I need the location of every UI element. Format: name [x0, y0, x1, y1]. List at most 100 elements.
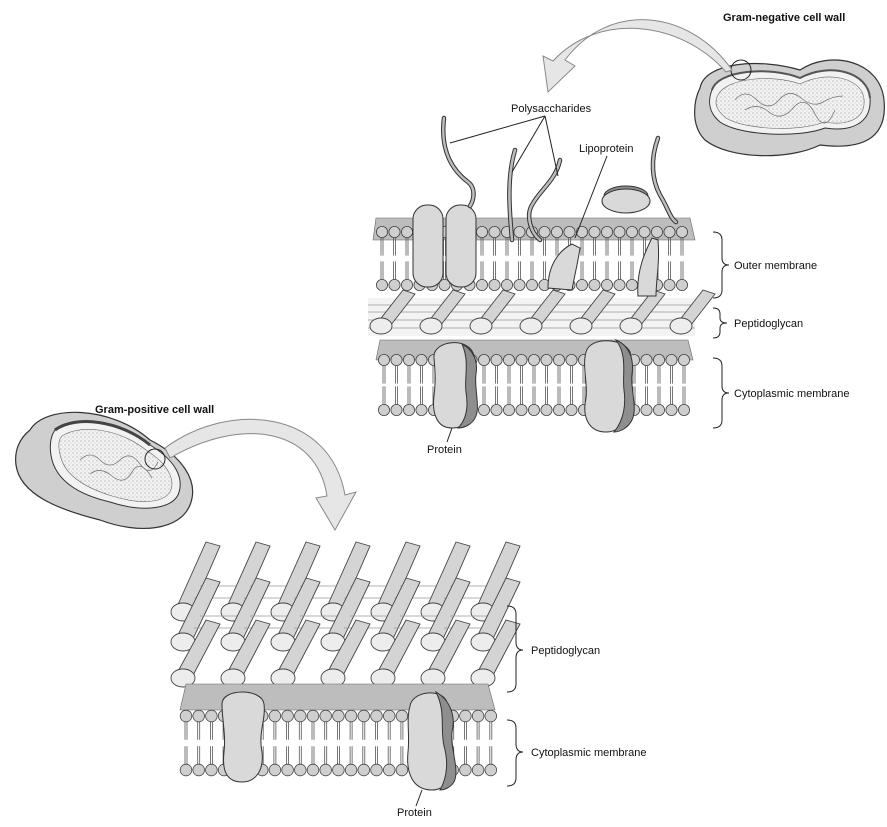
lipid-head [678, 403, 691, 416]
outer-membrane-bracket [712, 231, 730, 299]
lipid-head [613, 278, 626, 291]
lipid-head [653, 403, 666, 416]
lipid-head [192, 763, 205, 777]
membrane-protein-shadow [456, 342, 478, 429]
lipid-head [490, 403, 503, 416]
lipid-head [383, 709, 396, 723]
lipid-head [402, 403, 415, 416]
lipid-head [551, 225, 564, 238]
lipid-head [538, 225, 551, 238]
zoom-arrow-gram-negative [542, 19, 733, 94]
lipoprotein-label: Lipoprotein [579, 143, 633, 155]
thick-peptidoglycan-layer [170, 541, 521, 688]
lipid-head [281, 709, 294, 723]
lipid-head [388, 225, 401, 238]
porin-protein [412, 204, 477, 288]
membrane-protein-shadow [612, 338, 635, 433]
lipid-head [576, 225, 589, 238]
polysaccharide-chains [440, 115, 679, 243]
gp-cytoplasmic-membrane-bracket [506, 719, 524, 787]
cytoplasmic-membrane-label: Cytoplasmic membrane [734, 388, 850, 400]
peptidoglycan-strand-end [619, 317, 643, 335]
zoom-arrow-gram-positive [164, 418, 358, 532]
lipoprotein-leader-line [574, 155, 608, 239]
lipid-head [588, 278, 601, 291]
lipid-head [540, 353, 553, 366]
lipid-head [626, 278, 639, 291]
lipid-head [344, 763, 358, 777]
lipid-head [613, 225, 626, 238]
gram-positive-cell-illustration [15, 411, 194, 530]
lipid-head [268, 709, 282, 723]
protein-label: Protein [427, 444, 462, 456]
lipid-head [526, 278, 539, 291]
lipid-head [319, 763, 332, 777]
lipid-head [663, 278, 676, 291]
lipid-head [565, 353, 578, 366]
lipid-head [400, 278, 413, 291]
lipid-head [383, 763, 396, 777]
gram-negative-envelope [368, 115, 716, 433]
lipid-head [459, 763, 472, 777]
lipid-head [471, 709, 485, 723]
lipid-head [459, 709, 472, 723]
peptidoglycan-bracket [712, 307, 728, 339]
lipid-head [553, 403, 566, 416]
peptidoglycan-strand-end [469, 317, 493, 335]
lipid-head [488, 225, 501, 238]
lipid-head [528, 353, 541, 366]
lipid-head [477, 403, 490, 416]
lipid-head [306, 763, 320, 777]
peptidoglycan-label: Peptidoglycan [734, 318, 803, 330]
lipid-head [377, 403, 390, 416]
lipid-head [601, 225, 614, 238]
lipid-head [475, 278, 488, 291]
peptidoglycan-strand-end [569, 317, 593, 335]
lipid-head [626, 225, 639, 238]
lipid-head [502, 403, 515, 416]
lipid-head [540, 403, 553, 416]
cytoplasmic-membrane-bracket [712, 357, 730, 429]
lipid-head [588, 225, 601, 238]
lipid-head [390, 403, 403, 416]
lipid-head [484, 763, 498, 777]
lipid-head [515, 403, 528, 416]
lipid-head [484, 709, 498, 723]
lipid-head [395, 763, 409, 777]
lipid-head [402, 353, 415, 366]
lipid-head [528, 403, 541, 416]
lipid-head [676, 278, 689, 291]
lipid-head [179, 709, 193, 723]
lipid-head [651, 225, 664, 238]
gp-protein-label: Protein [397, 807, 432, 819]
gp-membrane-protein [221, 691, 265, 783]
gp-peptidoglycan-label: Peptidoglycan [531, 645, 600, 657]
lipid-head [438, 278, 451, 291]
lipid-head [205, 709, 218, 723]
lipid-head [513, 278, 526, 291]
lipid-head [306, 709, 320, 723]
lipid-head [192, 709, 205, 723]
polysaccharides-label: Polysaccharides [511, 103, 592, 115]
lipid-head [490, 353, 503, 366]
lipid-head [388, 278, 401, 291]
lipid-head [294, 763, 307, 777]
lipid-head [565, 403, 578, 416]
lipoprotein-molecule [547, 185, 660, 297]
lipid-head [515, 353, 528, 366]
lipid-head [640, 403, 653, 416]
lipid-head [400, 225, 413, 238]
lipid-head [553, 353, 566, 366]
peptidoglycan-strand-end [419, 317, 443, 335]
peptidoglycan-layer [368, 289, 716, 336]
lipid-head [665, 403, 678, 416]
lipid-head [319, 709, 332, 723]
gp-protein-leader-line [415, 789, 423, 807]
lipid-head [563, 225, 576, 238]
gram-positive-envelope [170, 541, 521, 791]
lipid-head [576, 278, 589, 291]
polysaccharides-leader-lines [449, 115, 559, 177]
lipid-head [294, 709, 307, 723]
lipid-head [281, 763, 294, 777]
